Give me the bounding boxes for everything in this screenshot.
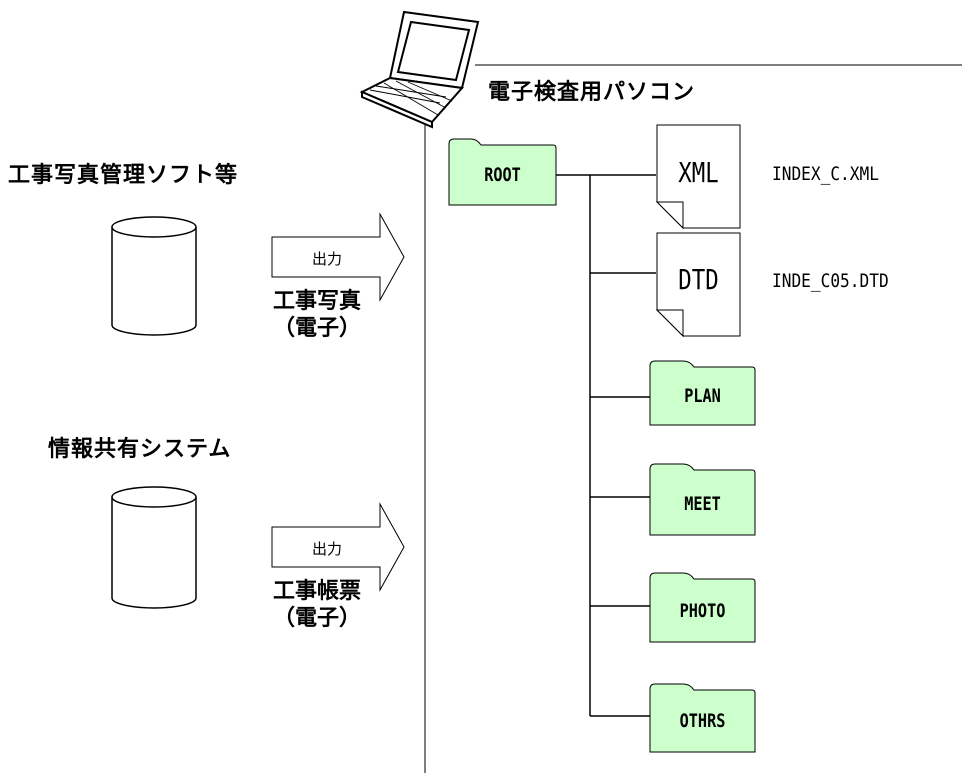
xml-file-name: INDEX_C.XML	[772, 163, 879, 185]
info-caption-line1: 工事帳票	[272, 579, 361, 604]
photo-caption-line2: （電子）	[272, 316, 361, 341]
photo-output-label: 出力	[312, 250, 343, 268]
folder-meet-label: MEET	[684, 493, 721, 515]
folder-plan-label: PLAN	[684, 385, 721, 407]
folder-icon	[649, 572, 756, 643]
info-output-caption: 工事帳票 （電子）	[262, 578, 372, 632]
info-caption-line2: （電子）	[272, 606, 361, 631]
photo-caption-line1: 工事写真	[272, 289, 361, 314]
folder-icon	[649, 683, 756, 753]
arrow-icon	[271, 212, 405, 302]
database-icon	[111, 486, 197, 609]
photo-output-caption: 工事写真 （電子）	[262, 288, 372, 342]
document-icon	[655, 232, 741, 338]
folder-icon	[649, 463, 756, 536]
tree-connectors	[554, 174, 656, 717]
root-folder-label: ROOT	[484, 164, 521, 186]
dtd-file-name: INDE_C05.DTD	[772, 270, 889, 292]
laptop-icon	[359, 10, 480, 129]
pc-title: 電子検査用パソコン	[488, 80, 696, 105]
database-icon	[111, 216, 197, 336]
xml-doc-label: XML	[678, 156, 719, 189]
folder-icon	[649, 360, 756, 426]
dtd-doc-label: DTD	[678, 263, 719, 296]
info-output-label: 出力	[312, 540, 343, 558]
folder-photo-label: PHOTO	[679, 600, 726, 622]
folder-othrs-label: OTHRS	[679, 710, 726, 732]
folder-icon	[448, 138, 557, 206]
arrow-icon	[271, 502, 405, 592]
photo-system-title: 工事写真管理ソフト等	[8, 163, 239, 188]
document-icon	[655, 124, 741, 230]
info-system-title: 情報共有システム	[48, 437, 232, 462]
